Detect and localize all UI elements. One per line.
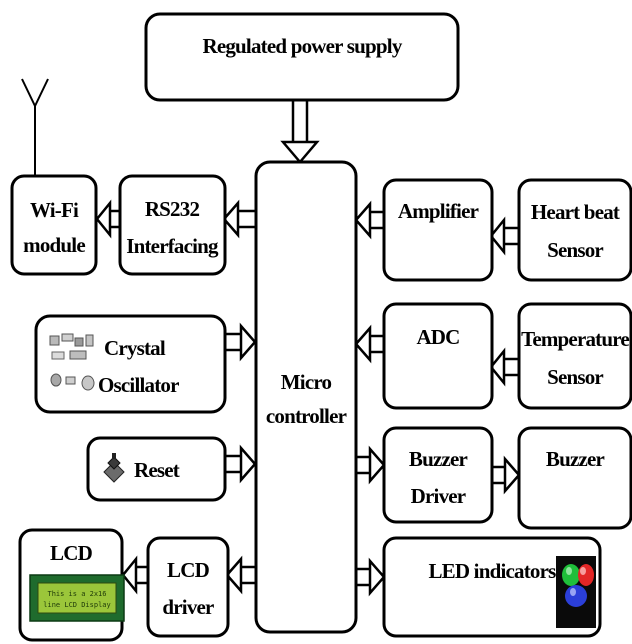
block-wifi-module: Wi-Fi module (10, 174, 98, 276)
arrow-buzzer-driver-to-buzzer (492, 455, 521, 495)
block-buzzer-driver: Buzzer Driver (382, 426, 494, 524)
lcd-module-icon: This is a 2x16 line LCD Display (29, 574, 125, 622)
block-label: Heart beat (531, 200, 620, 224)
block-micro-controller: Micro controller (254, 160, 358, 634)
arrow-micro-to-rs232 (222, 199, 256, 239)
block-amplifier: Amplifier (382, 178, 494, 282)
block-label: Reset (134, 458, 180, 482)
block-lcd-driver: LCD driver (146, 536, 230, 638)
lcd-screen-line-2: line LCD Display (43, 601, 110, 609)
block-label: Interfacing (126, 234, 219, 258)
block-label: Sensor (547, 365, 603, 389)
block-buzzer: Buzzer (517, 426, 632, 530)
arrow-lcd-driver-to-lcd (121, 555, 148, 595)
connections (95, 100, 521, 597)
crystal-components-icon (49, 333, 95, 391)
block-crystal-oscillator: Crystal Oscillator (34, 314, 227, 414)
rgb-led-icon (556, 556, 596, 628)
block-lcd: LCD This is a 2x16 line LCD Display (18, 528, 125, 642)
block-label: Temperature (521, 327, 629, 351)
block-led-indicators: LED indicators (382, 536, 602, 638)
arrow-heartbeat-to-amplifier (489, 216, 519, 256)
block-label: Crystal (104, 336, 166, 360)
block-heart-beat-sensor: Heart beat Sensor (517, 178, 632, 282)
block-reset: Reset (86, 436, 227, 502)
block-label: Regulated power supply (202, 34, 402, 58)
arrow-crystal-to-micro (225, 322, 257, 362)
arrow-micro-to-buzzer-driver (357, 445, 386, 485)
block-temperature-sensor: Temperature Sensor (517, 302, 632, 410)
block-rs232-interfacing: RS232 Interfacing (118, 174, 227, 276)
block-label: LCD (50, 541, 93, 565)
block-label: Wi-Fi (30, 198, 79, 222)
block-label: Amplifier (398, 199, 479, 223)
block-label: LED indicators (428, 559, 556, 583)
lcd-screen-line-1: This is a 2x16 (47, 590, 106, 598)
reset-button-icon (103, 453, 125, 483)
arrow-micro-to-lcd-driver (225, 555, 256, 595)
arrow-reset-to-micro (225, 444, 257, 484)
block-label: Driver (411, 484, 466, 508)
block-label: Buzzer (546, 447, 605, 471)
arrow-adc-to-micro (354, 324, 383, 364)
block-label: Oscillator (98, 373, 179, 397)
block-label: Micro (281, 370, 332, 394)
block-regulated-power-supply: Regulated power supply (144, 12, 460, 102)
arrow-micro-to-led-indicators (357, 557, 386, 597)
arrow-amplifier-to-micro (354, 200, 383, 240)
block-label: module (23, 233, 85, 257)
block-label: Buzzer (409, 447, 468, 471)
block-label: RS232 (145, 197, 200, 221)
block-label: Sensor (547, 238, 603, 262)
block-adc: ADC (382, 302, 494, 410)
arrow-temperature-to-adc (489, 347, 519, 387)
arrow-power-to-micro (280, 100, 320, 164)
block-label: LCD (167, 558, 210, 582)
block-label: controller (266, 404, 347, 428)
block-label: driver (162, 595, 214, 619)
arrow-rs232-to-wifi (95, 199, 120, 239)
antenna-icon (21, 78, 49, 177)
block-label: ADC (416, 325, 459, 349)
